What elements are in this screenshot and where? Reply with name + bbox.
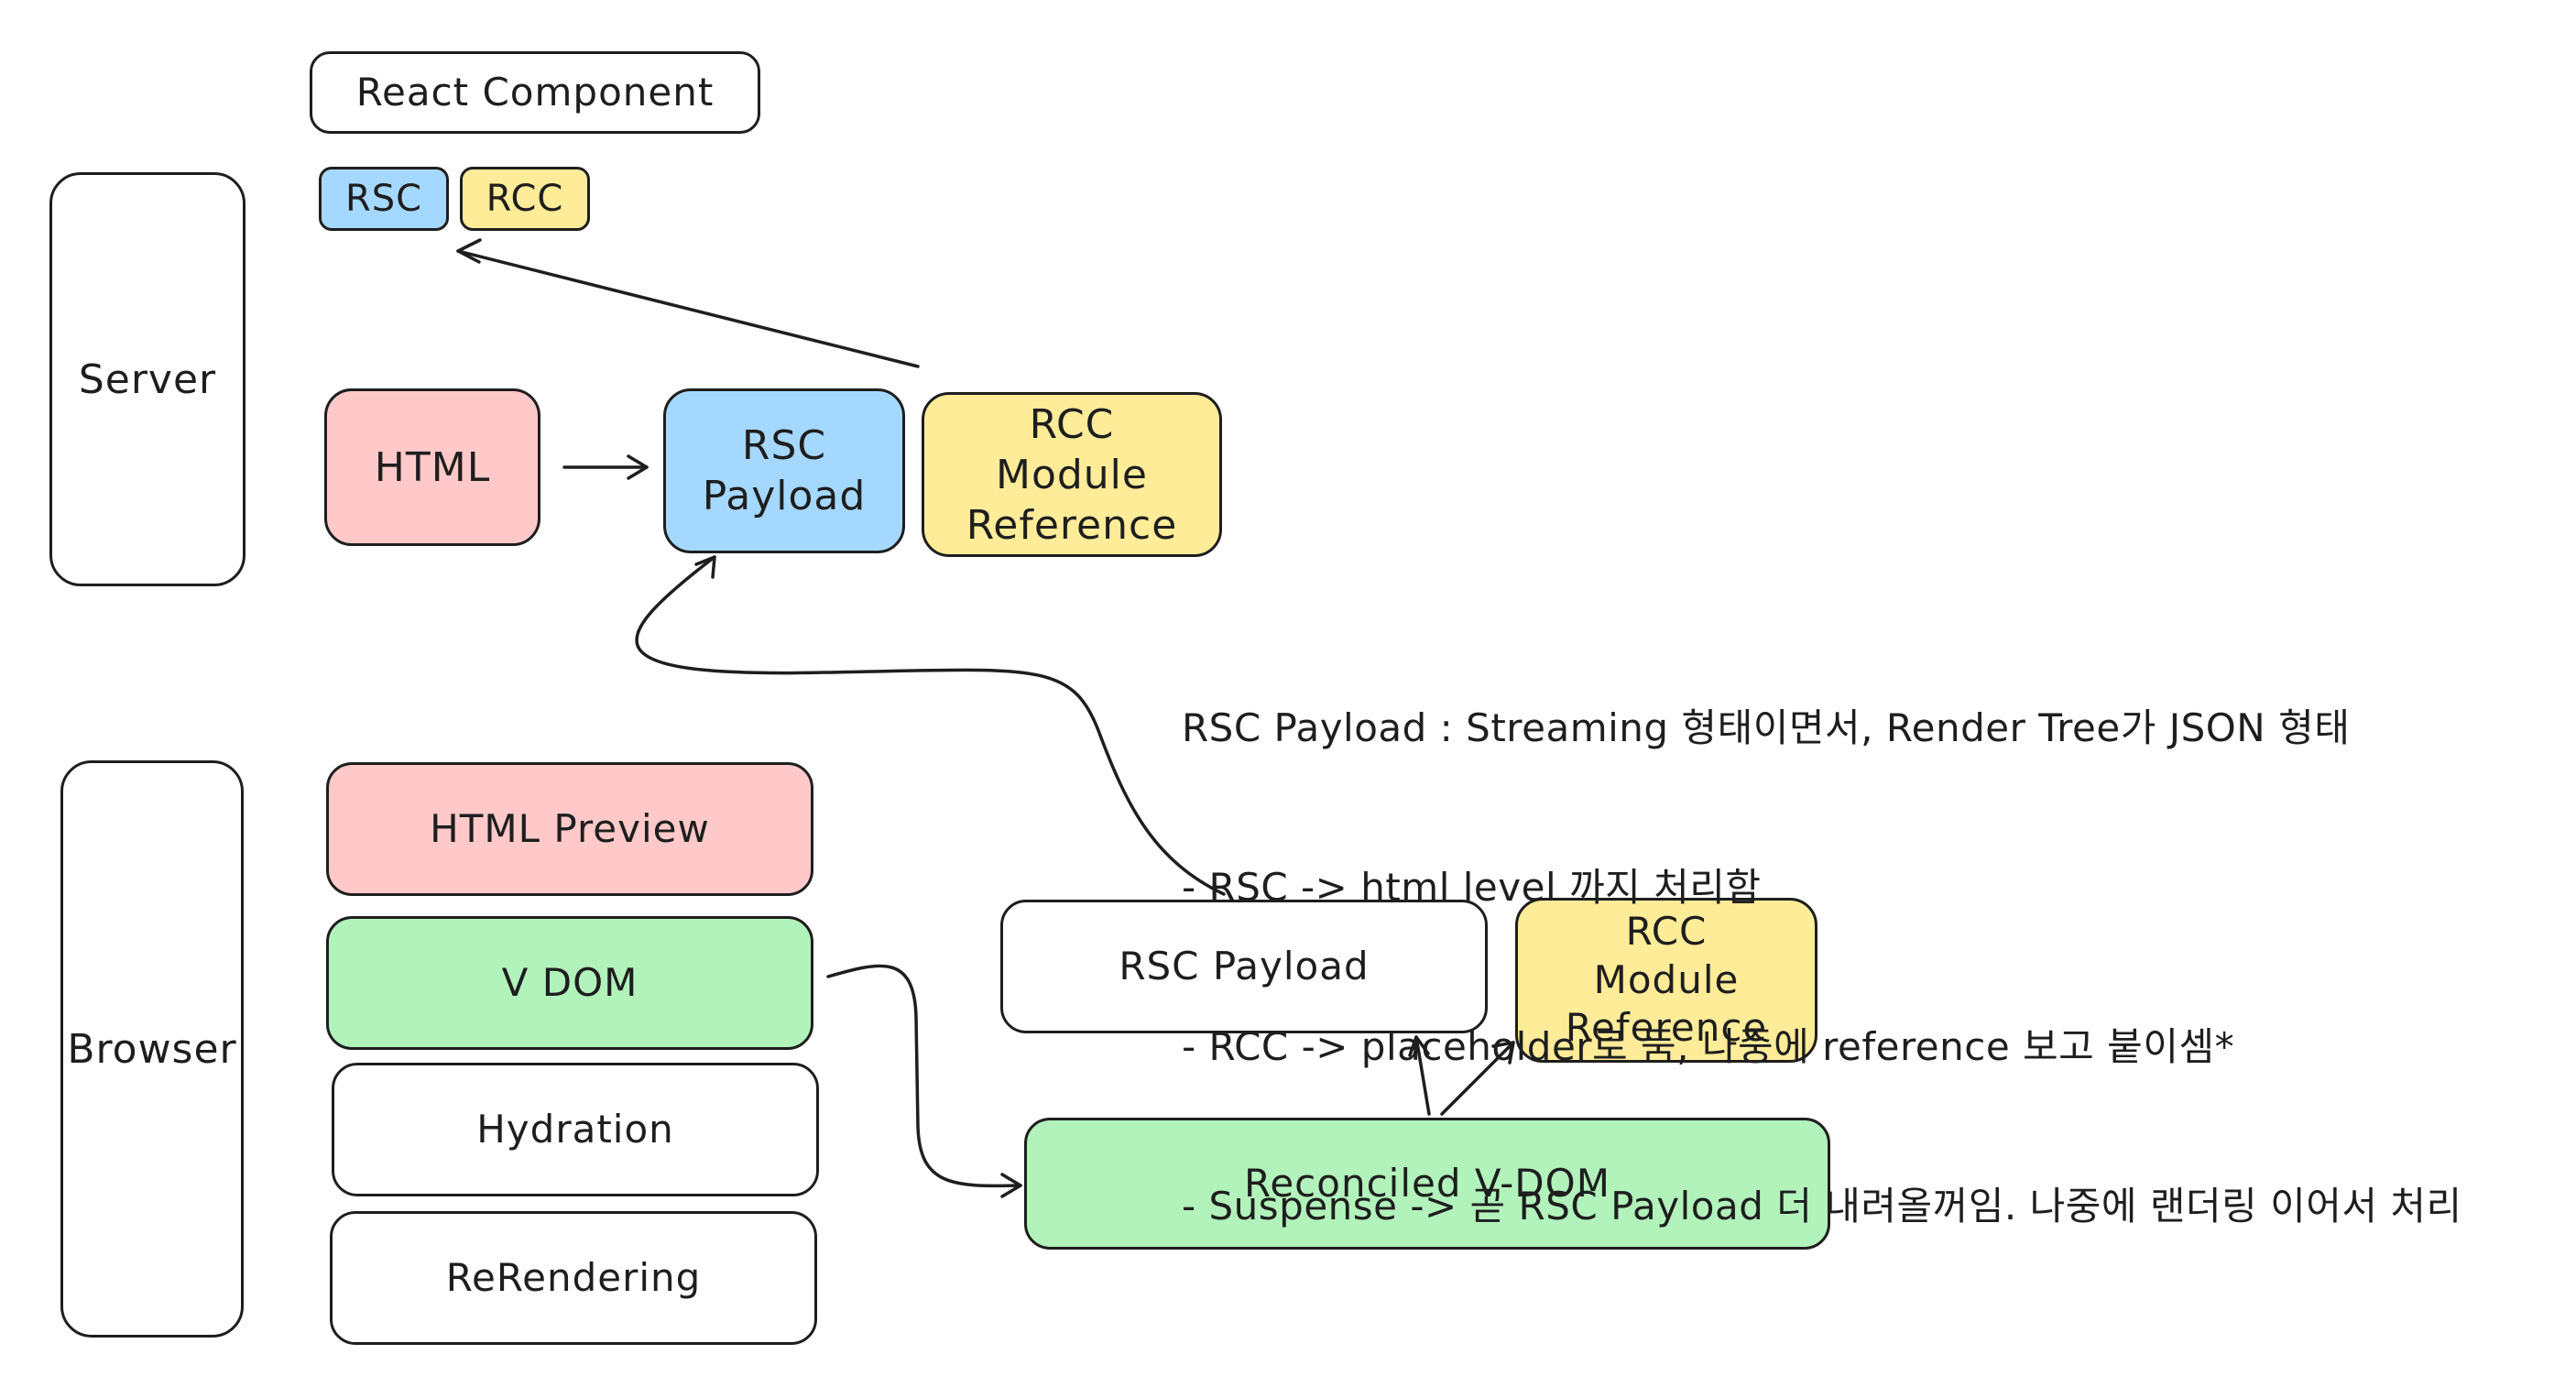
browser-reconciled-vdom-box: Reconciled V-DOM xyxy=(1024,1118,1830,1250)
browser-group: Browser xyxy=(60,760,244,1338)
legend-title-box: React Component xyxy=(310,51,760,134)
server-html-box: HTML xyxy=(324,388,540,546)
server-rcc-module-reference-text: RCC Module Reference xyxy=(966,399,1178,551)
legend-title: React Component xyxy=(355,69,715,115)
browser-hydration-label: Hydration xyxy=(476,1106,674,1152)
server-rcc-line: RCC xyxy=(1029,400,1115,448)
note-line: - RSC -> html level 까지 처리함 xyxy=(1182,865,1762,910)
legend-rsc-label: RSC xyxy=(344,178,423,220)
note-line: - Suspense -> 곧 RSC Payload 더 내려올꺼임. 나중에… xyxy=(1182,1184,2462,1229)
server-rcc-line: Module xyxy=(995,451,1148,498)
legend-rcc-label: RCC xyxy=(486,178,564,220)
arrowhead-html-to-rsc-payload xyxy=(627,454,649,480)
browser-hydration-box: Hydration xyxy=(332,1063,819,1196)
browser-label: Browser xyxy=(67,1025,237,1073)
server-rsc-payload-box: RSC Payload xyxy=(663,388,905,553)
browser-vdom-label: V DOM xyxy=(501,959,639,1005)
legend-rcc-box: RCC xyxy=(460,167,590,231)
browser-rcc-module-reference-text: RCC Module Reference xyxy=(1566,908,1768,1053)
browser-html-preview-label: HTML Preview xyxy=(430,805,710,851)
server-rsc-payload-line: Payload xyxy=(702,473,867,519)
browser-html-preview-box: HTML Preview xyxy=(326,762,813,896)
arrow-vdom-to-reconciled xyxy=(826,964,1022,1188)
note-line: RSC Payload : Streaming 형태이면서, Render Tr… xyxy=(1182,705,2351,750)
server-label: Server xyxy=(78,355,217,403)
browser-rcc-module-reference-box: RCC Module Reference xyxy=(1515,898,1817,1063)
browser-reconciled-vdom-label: Reconciled V-DOM xyxy=(1244,1160,1610,1206)
browser-rsc-payload-label: RSC Payload xyxy=(1119,943,1370,988)
browser-rcc-line: Module xyxy=(1593,956,1740,1002)
browser-rcc-line: RCC xyxy=(1625,909,1708,955)
notes-block: RSC Payload : Streaming 형태이면서, Render Tr… xyxy=(1182,595,2462,1339)
server-rcc-module-reference-box: RCC Module Reference xyxy=(922,392,1222,557)
legend-rsc-box: RSC xyxy=(319,167,449,231)
browser-vdom-box: V DOM xyxy=(326,916,813,1050)
browser-rcc-line: Reference xyxy=(1565,1005,1768,1051)
server-rsc-payload-line: RSC xyxy=(741,422,827,469)
arrowhead-rcc-to-legend xyxy=(456,238,482,264)
browser-rerendering-label: ReRendering xyxy=(445,1254,702,1300)
note-line: - RCC -> placeholder로 둠, 나중에 reference 보… xyxy=(1182,1024,2235,1069)
arrow-rcc-to-legend xyxy=(456,249,920,368)
server-group: Server xyxy=(49,172,246,586)
browser-rerendering-box: ReRendering xyxy=(330,1211,817,1345)
arrowhead-browser-rsc-to-server-rsc xyxy=(694,555,716,579)
server-rcc-line: Reference xyxy=(966,501,1178,549)
browser-rsc-payload-box: RSC Payload xyxy=(1000,900,1488,1033)
server-rsc-payload-text: RSC Payload xyxy=(703,420,867,521)
arrowhead-vdom-to-reconciled xyxy=(1000,1173,1022,1198)
server-html-label: HTML xyxy=(374,443,491,491)
